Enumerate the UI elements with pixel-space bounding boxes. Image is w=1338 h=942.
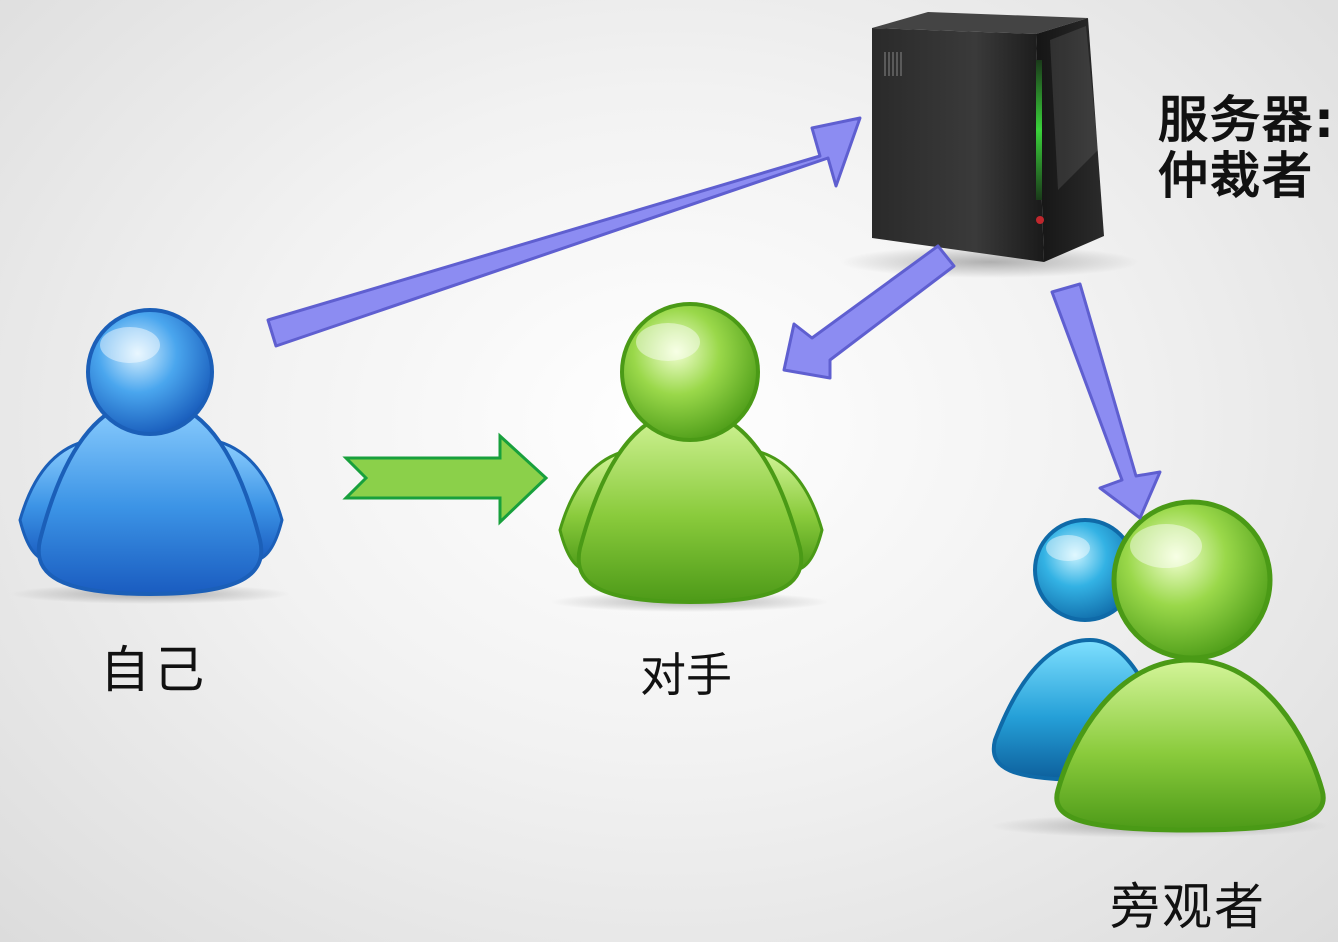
self-label: 自己 bbox=[100, 641, 208, 699]
server-label-line1: 服务器: bbox=[1158, 91, 1336, 149]
opponent-user-icon bbox=[550, 302, 830, 612]
arrow-self-to-server bbox=[266, 116, 862, 348]
arrow-server-to-spectators bbox=[1050, 282, 1162, 520]
arrow-server-to-opponent bbox=[782, 244, 956, 380]
server-label: 服务器: 仲裁者 bbox=[1158, 92, 1336, 204]
arrow-self-to-opponent bbox=[342, 432, 549, 526]
server-label-line2: 仲裁者 bbox=[1158, 147, 1314, 205]
spectators-user-group-icon bbox=[990, 499, 1330, 838]
self-user-icon bbox=[10, 308, 290, 604]
opponent-label: 对手 bbox=[640, 648, 732, 702]
spectators-label: 旁观者 bbox=[1110, 878, 1266, 936]
server-icon bbox=[840, 12, 1140, 278]
